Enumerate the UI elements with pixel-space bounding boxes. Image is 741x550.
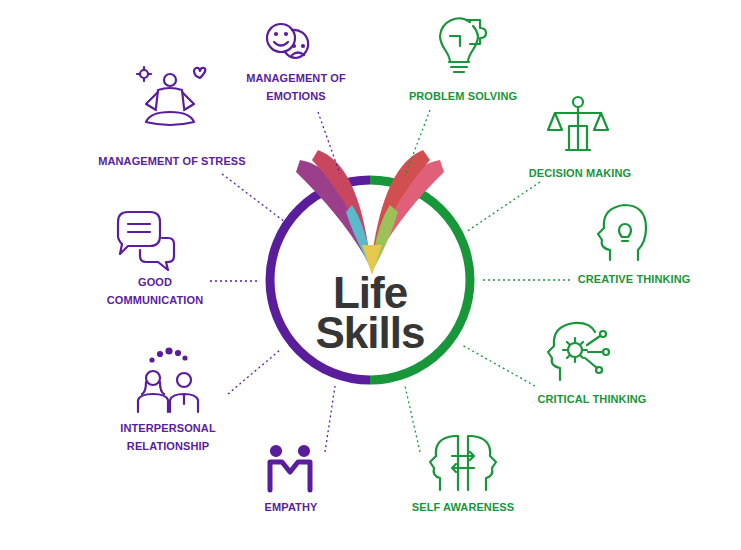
speech-bubbles-icon [118, 212, 174, 270]
leader-lines [210, 110, 570, 452]
skill-label: CRITICAL THINKING [537, 390, 646, 408]
empathy-icon [270, 446, 310, 490]
hands-logo [296, 150, 444, 275]
skill-label: GOOD COMMUNICATION [103, 273, 207, 309]
skill-label: DECISION MAKING [529, 164, 631, 182]
meditation-icon [137, 67, 205, 125]
skill-label: MANAGEMENT OF EMOTIONS [240, 69, 352, 105]
two-heads-icon [430, 436, 496, 490]
bulb-puzzle-icon [440, 18, 486, 72]
skill-label: MANAGEMENT OF STRESS [98, 152, 245, 170]
center-title: Life Skills [300, 273, 440, 353]
skill-label: CREATIVE THINKING [578, 270, 691, 288]
faces-icon [267, 24, 308, 58]
head-gear-icon [548, 323, 609, 380]
head-bulb-icon [598, 205, 646, 260]
scales-icon [548, 97, 608, 150]
center-circle: Life Skills [270, 180, 470, 380]
skill-label: SELF AWARENESS [412, 498, 514, 516]
skill-label: INTERPERSONAL RELATIONSHIP [116, 419, 220, 455]
skill-label: EMPATHY [265, 498, 318, 516]
two-people-icon [138, 349, 198, 413]
skill-label: PROBLEM SOLVING [409, 87, 517, 105]
